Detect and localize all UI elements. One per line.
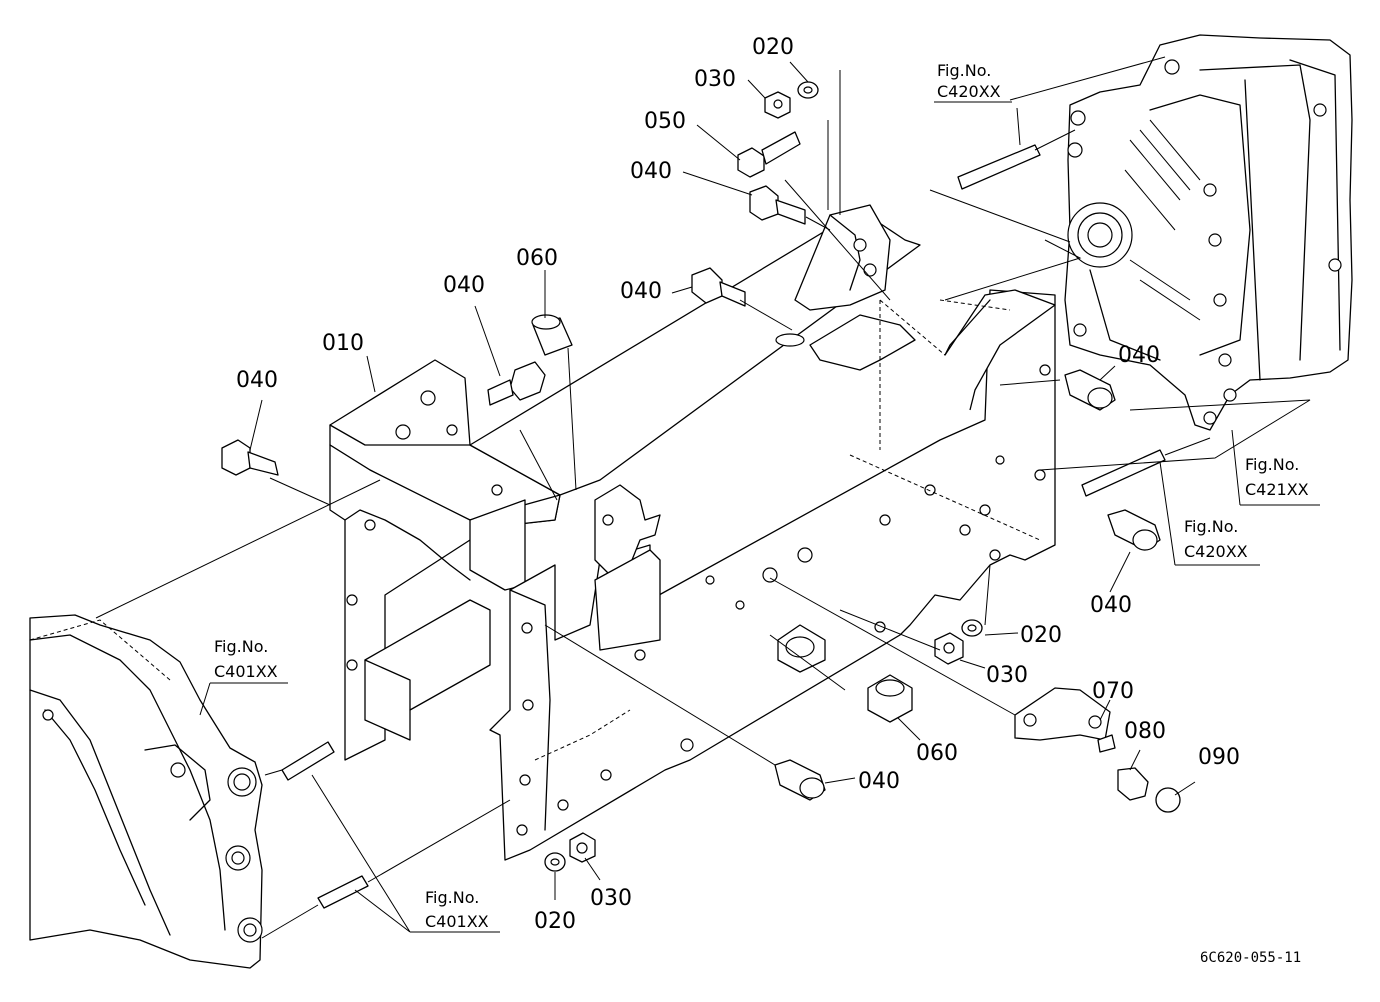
label-030-top: 030 — [694, 67, 736, 92]
transmission-case-left — [29, 614, 263, 969]
front-frame-010 — [329, 204, 1056, 861]
fig-c421-line2: C421XX — [1245, 480, 1309, 499]
figure-references: Fig.No. C420XX Fig.No. C421XX Fig.No. C4… — [214, 61, 1309, 931]
label-040-top: 040 — [630, 159, 672, 184]
fig-c401-left-line2: C401XX — [214, 662, 278, 681]
label-090: 090 — [1198, 745, 1240, 770]
label-010: 010 — [322, 331, 364, 356]
part-labels: 010 020 030 050 040 040 060 040 040 040 … — [236, 35, 1240, 934]
label-030-right: 030 — [986, 663, 1028, 688]
label-040-bottom: 040 — [858, 769, 900, 794]
label-040-left2: 040 — [443, 273, 485, 298]
leader-lines — [95, 56, 1320, 939]
fig-c421-line1: Fig.No. — [1245, 455, 1299, 474]
label-060-bottom: 060 — [916, 741, 958, 766]
label-060-top: 060 — [516, 246, 558, 271]
fig-c401-bottom-line1: Fig.No. — [425, 888, 479, 907]
label-080: 080 — [1124, 719, 1166, 744]
label-050: 050 — [644, 109, 686, 134]
label-040-mid: 040 — [620, 279, 662, 304]
fig-c401-bottom-line2: C401XX — [425, 912, 489, 931]
label-020-top: 020 — [752, 35, 794, 60]
label-040-right2: 040 — [1090, 593, 1132, 618]
label-020-bottom: 020 — [534, 909, 576, 934]
drawing-code: 6C620-055-11 — [1200, 950, 1301, 966]
fasteners — [221, 81, 1181, 909]
fig-c420-right-line1: Fig.No. — [1184, 517, 1238, 536]
label-020-right: 020 — [1020, 623, 1062, 648]
fig-c420-top-line1: Fig.No. — [937, 61, 991, 80]
label-040-left: 040 — [236, 368, 278, 393]
label-070: 070 — [1092, 679, 1134, 704]
fig-c420-top-line2: C420XX — [937, 82, 1001, 101]
label-030-bottom: 030 — [590, 886, 632, 911]
label-040-right: 040 — [1118, 343, 1160, 368]
fig-c420-right-line2: C420XX — [1184, 542, 1248, 561]
fig-c401-left-line1: Fig.No. — [214, 637, 268, 656]
transmission-case-right — [1064, 34, 1353, 431]
